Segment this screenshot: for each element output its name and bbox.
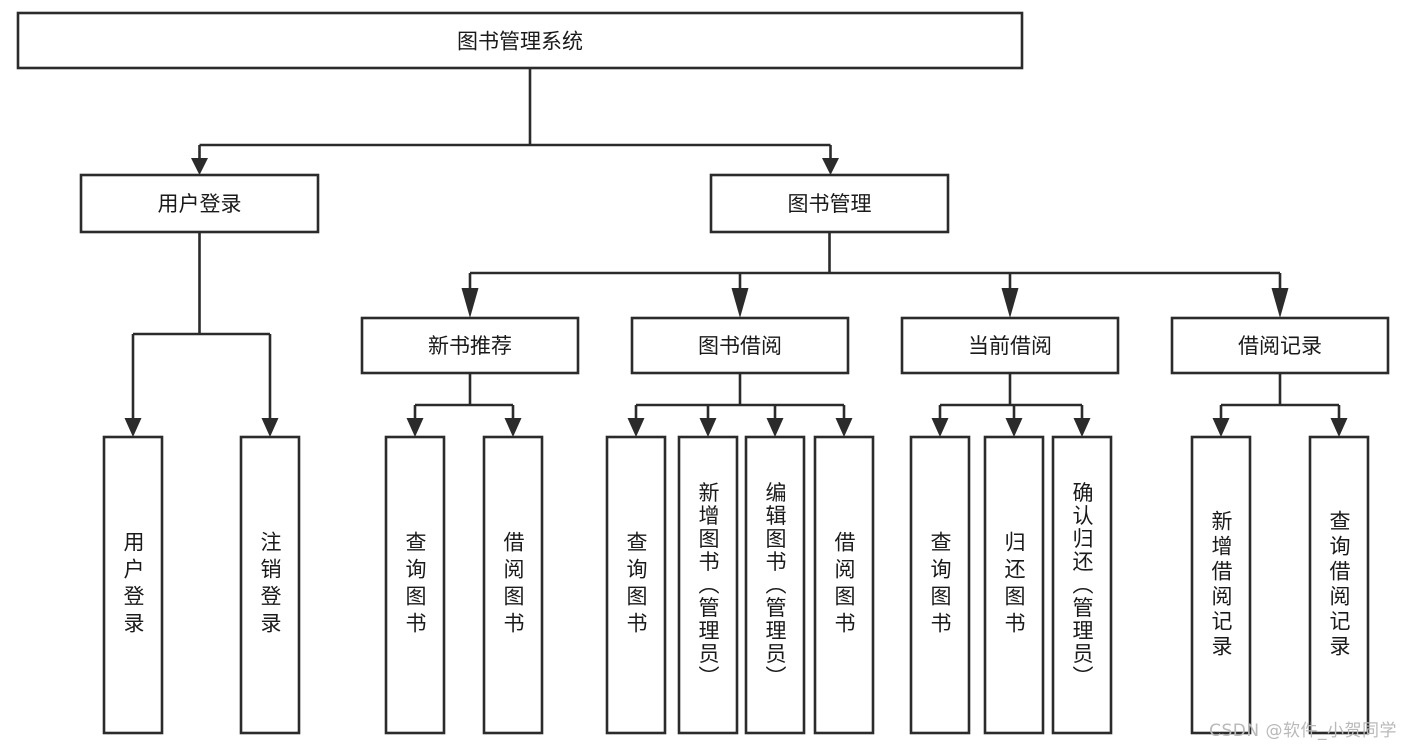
node-leaf-user-login-label: 用户登录 [121, 531, 145, 639]
arrow-head-leaf-confirm-return [1073, 418, 1091, 437]
node-leaf-query-book-3-label: 查询图书 [928, 531, 952, 639]
arrow-head-leaf-borrow-book-1 [504, 418, 522, 437]
node-leaf-borrow-book-1-label: 借阅图书 [501, 531, 525, 639]
node-leaf-add-record-box[interactable] [1190, 435, 1252, 735]
node-user-login-label: 用户登录 [158, 192, 242, 216]
node-book-borrow-label: 图书借阅 [698, 334, 782, 358]
node-book-manage[interactable]: 图书管理 [709, 173, 950, 234]
arrow-head-leaf-borrow-book-2 [835, 418, 853, 437]
node-leaf-query-book-1-label: 查询图书 [403, 531, 427, 639]
node-leaf-confirm-return-box[interactable] [1051, 435, 1113, 735]
node-leaf-query-book-2[interactable]: 查询图书 [605, 435, 667, 735]
node-leaf-borrow-book-2-box[interactable] [813, 435, 875, 735]
node-leaf-logout-login[interactable]: 注销登录 [239, 435, 301, 735]
node-leaf-query-book-3[interactable]: 查询图书 [909, 435, 971, 735]
arrow-head-leaf-query-record [1330, 418, 1348, 437]
node-leaf-logout-login-box[interactable] [239, 435, 301, 735]
node-current-borrow-box[interactable] [900, 316, 1120, 375]
connector-layer [124, 68, 1348, 437]
node-leaf-query-book-1-box[interactable] [384, 435, 446, 735]
arrow-head-new-book-recommend [461, 288, 479, 318]
node-new-book-recommend-box[interactable] [360, 316, 580, 375]
node-borrow-record-box[interactable] [1170, 316, 1390, 375]
node-book-borrow[interactable]: 图书借阅 [630, 316, 850, 375]
node-book-manage-label: 图书管理 [788, 192, 872, 216]
node-leaf-edit-book-label: 编辑图书（管理员） [763, 482, 787, 689]
arrow-head-leaf-add-record [1212, 418, 1230, 437]
arrow-head-leaf-logout-login [261, 418, 279, 437]
node-leaf-add-book-label: 新增图书（管理员） [696, 482, 720, 689]
arrow-head-leaf-edit-book [766, 418, 784, 437]
node-leaf-query-book-2-label: 查询图书 [624, 531, 648, 639]
arrow-head-leaf-return-book [1005, 418, 1023, 437]
node-leaf-query-book-2-box[interactable] [605, 435, 667, 735]
node-leaf-add-book-box[interactable] [677, 435, 739, 735]
node-leaf-borrow-book-1[interactable]: 借阅图书 [482, 435, 544, 735]
node-leaf-confirm-return[interactable]: 确认归还（管理员） [1051, 435, 1113, 735]
node-leaf-user-login[interactable]: 用户登录 [102, 435, 164, 735]
node-book-borrow-box[interactable] [630, 316, 850, 375]
node-user-login[interactable]: 用户登录 [79, 173, 320, 234]
node-root-label: 图书管理系统 [457, 30, 583, 54]
node-leaf-logout-login-label: 注销登录 [258, 531, 282, 639]
arrow-head-user-login [191, 158, 208, 175]
arrow-head-current-borrow [1001, 288, 1019, 318]
node-new-book-recommend-label: 新书推荐 [428, 334, 512, 358]
node-leaf-add-book[interactable]: 新增图书（管理员） [677, 435, 739, 735]
node-current-borrow[interactable]: 当前借阅 [900, 316, 1120, 375]
arrow-head-leaf-add-book [699, 418, 717, 437]
node-book-manage-box[interactable] [709, 173, 950, 234]
node-leaf-add-record-label: 新增借阅记录 [1209, 510, 1233, 660]
node-leaf-return-book-box[interactable] [983, 435, 1045, 735]
node-leaf-return-book-label: 归还图书 [1002, 531, 1026, 639]
arrow-head-book-manage [822, 158, 839, 175]
node-leaf-query-book-1[interactable]: 查询图书 [384, 435, 446, 735]
node-leaf-add-record[interactable]: 新增借阅记录 [1190, 435, 1252, 735]
arrow-head-book-borrow [731, 288, 749, 318]
node-leaf-query-record-box[interactable] [1308, 435, 1370, 735]
node-leaf-edit-book-box[interactable] [744, 435, 806, 735]
arrow-head-leaf-query-book-3 [931, 418, 949, 437]
arrow-head-borrow-record [1271, 288, 1289, 318]
arrow-head-leaf-query-book-2 [627, 418, 645, 437]
arrow-head-leaf-query-book-1 [406, 418, 424, 437]
node-leaf-user-login-box[interactable] [102, 435, 164, 735]
node-borrow-record[interactable]: 借阅记录 [1170, 316, 1390, 375]
node-user-login-box[interactable] [79, 173, 320, 234]
node-leaf-borrow-book-2-label: 借阅图书 [832, 531, 856, 639]
node-leaf-query-record[interactable]: 查询借阅记录 [1308, 435, 1370, 735]
node-borrow-record-label: 借阅记录 [1238, 334, 1322, 358]
node-leaf-query-book-3-box[interactable] [909, 435, 971, 735]
node-leaf-query-record-label: 查询借阅记录 [1327, 510, 1351, 660]
node-leaf-borrow-book-1-box[interactable] [482, 435, 544, 735]
node-root-box[interactable] [16, 11, 1024, 70]
node-leaf-edit-book[interactable]: 编辑图书（管理员） [744, 435, 806, 735]
node-leaf-return-book[interactable]: 归还图书 [983, 435, 1045, 735]
node-root[interactable]: 图书管理系统 [16, 11, 1024, 70]
arrow-head-leaf-user-login [124, 418, 142, 437]
node-leaf-confirm-return-label: 确认归还（管理员） [1070, 482, 1094, 689]
node-current-borrow-label: 当前借阅 [968, 334, 1052, 358]
node-leaf-borrow-book-2[interactable]: 借阅图书 [813, 435, 875, 735]
node-new-book-recommend[interactable]: 新书推荐 [360, 316, 580, 375]
